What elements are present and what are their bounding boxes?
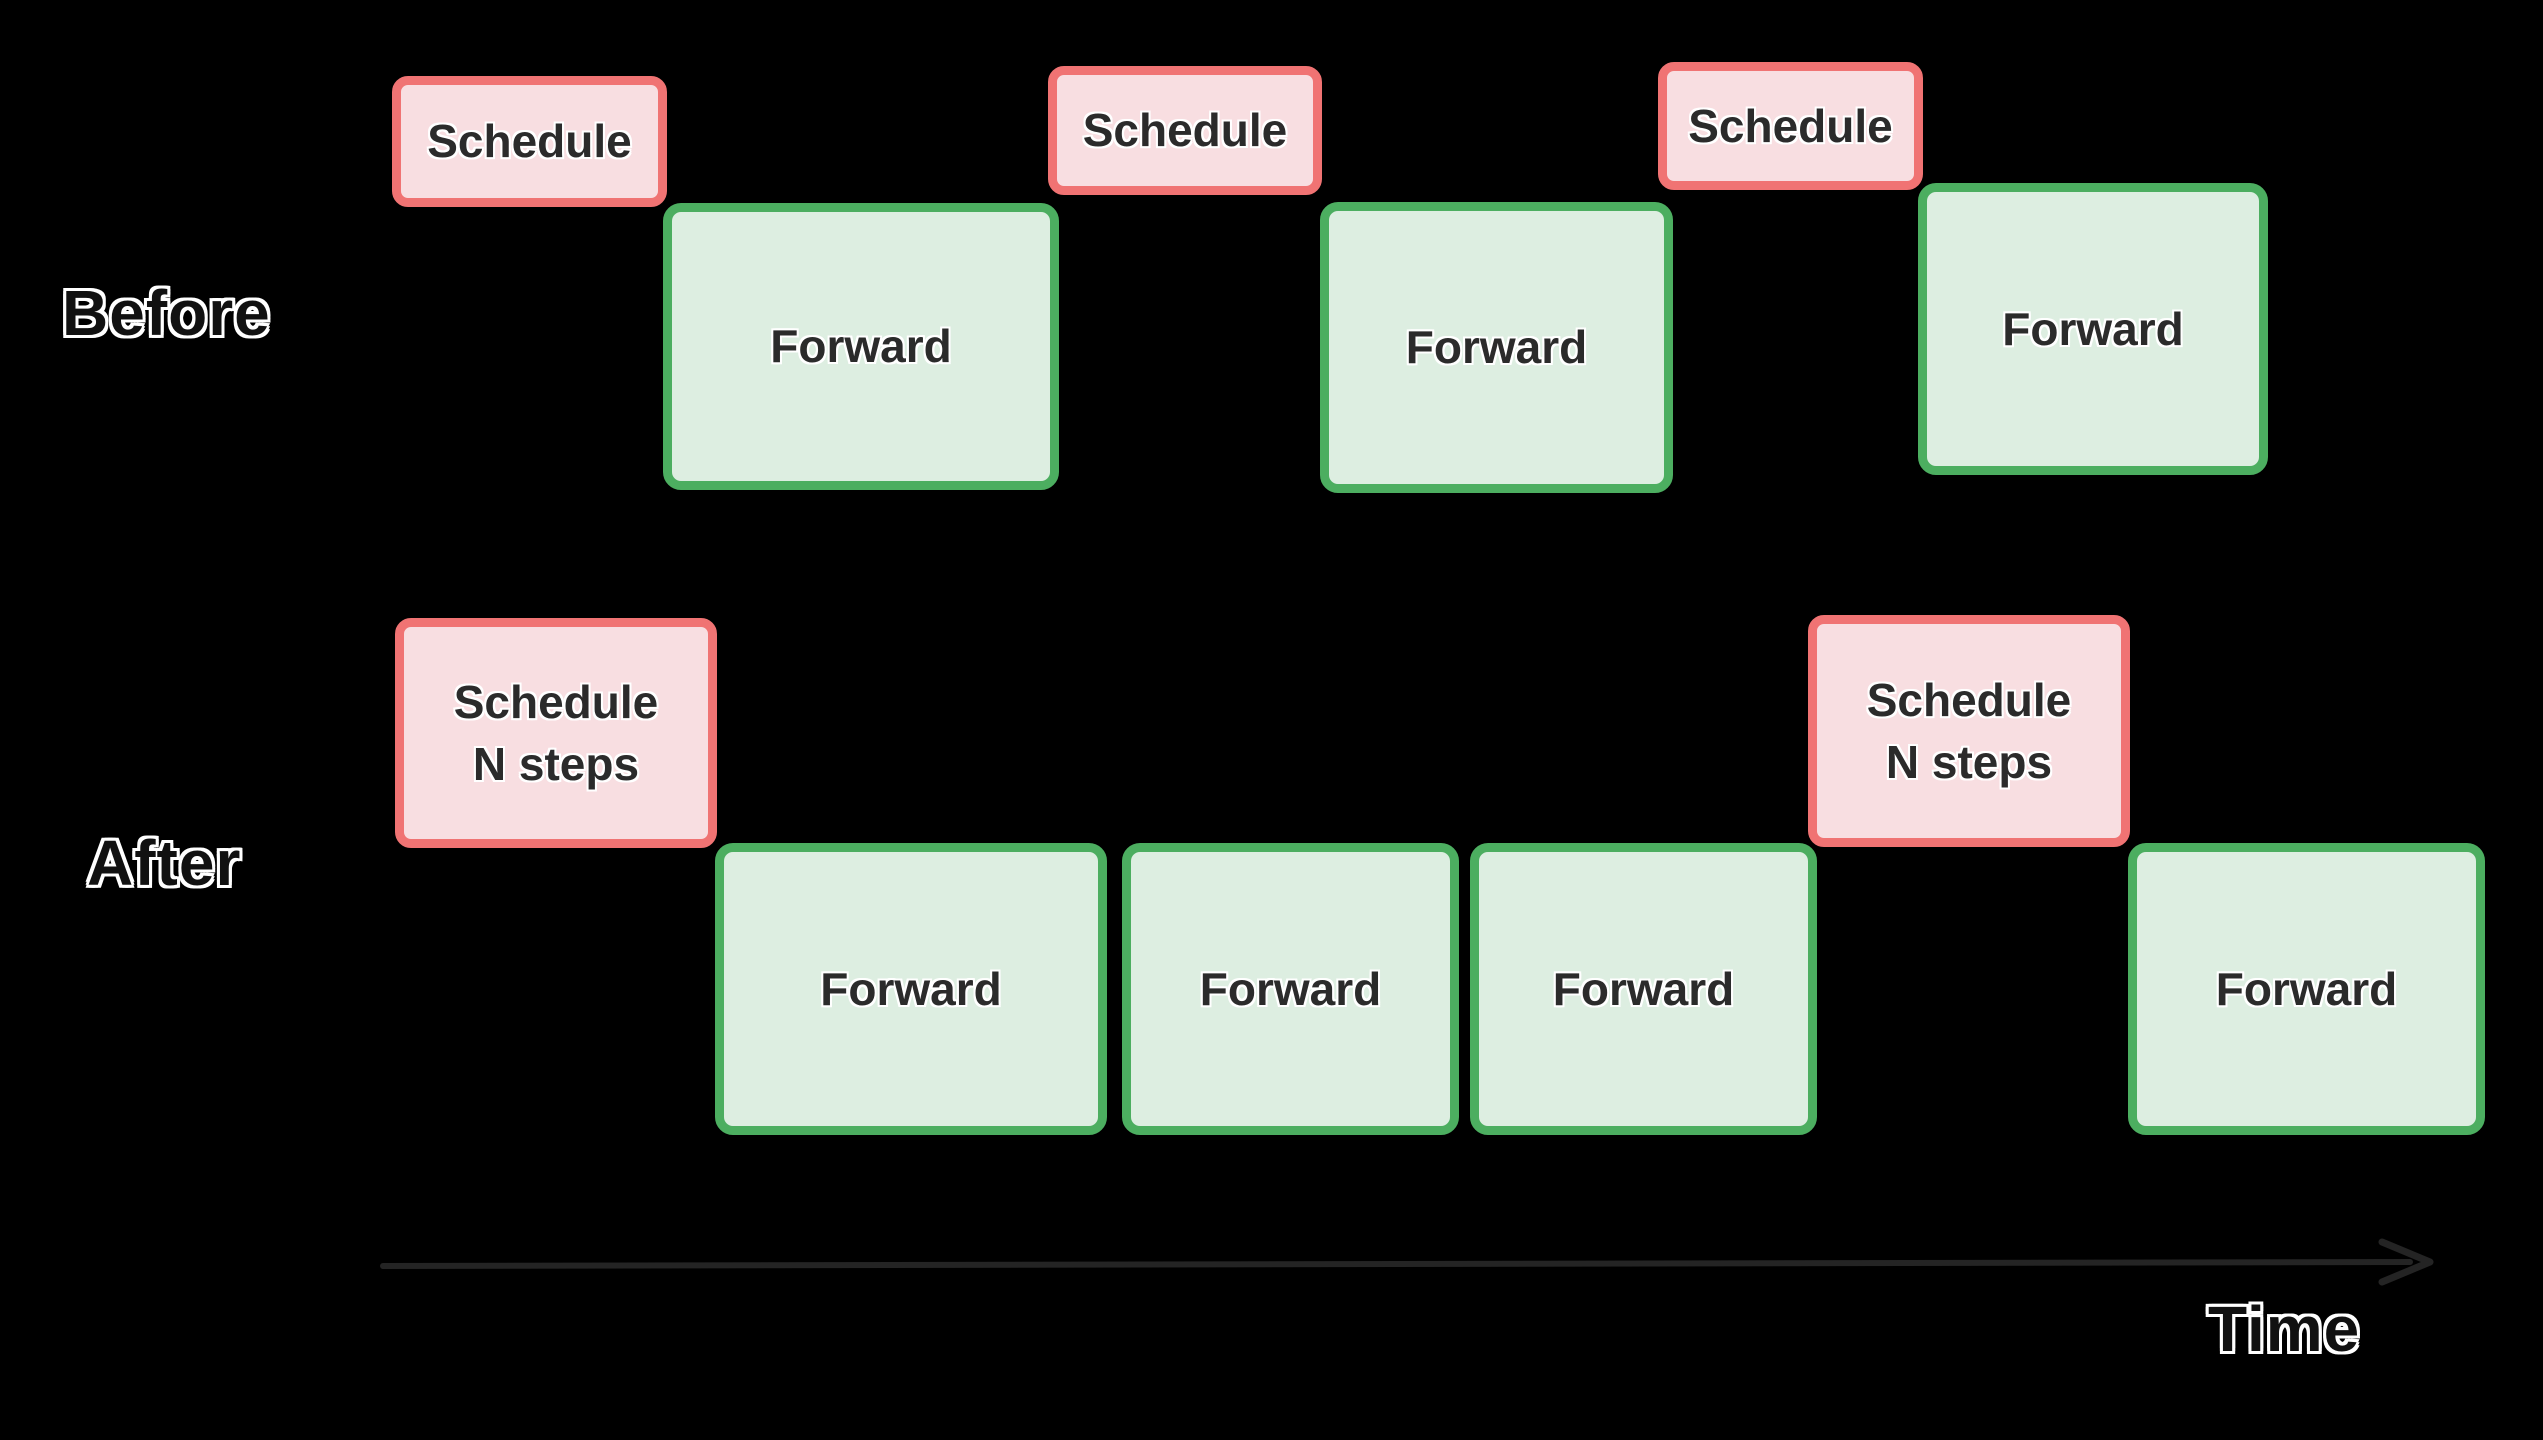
after-forward-box-2: Forward bbox=[1122, 843, 1459, 1135]
before-forward-box-2: Forward bbox=[1320, 202, 1673, 493]
after-schedule-n-steps-box-1: Schedule N steps bbox=[395, 618, 717, 848]
box-label-line-2: N steps bbox=[1885, 736, 2053, 788]
after-row-label: After bbox=[87, 827, 242, 899]
box-label: Forward bbox=[2002, 302, 2184, 355]
time-axis-arrow bbox=[380, 1238, 2434, 1286]
box-label: Schedule bbox=[1082, 104, 1288, 157]
before-forward-box-1: Forward bbox=[663, 203, 1059, 490]
box-label: Forward bbox=[1405, 321, 1588, 374]
after-forward-box-1: Forward bbox=[715, 843, 1107, 1135]
before-schedule-box-1: Schedule bbox=[392, 76, 667, 207]
time-axis-line bbox=[380, 1259, 2413, 1269]
box-label-line-2: N steps bbox=[472, 738, 640, 790]
after-forward-box-4: Forward bbox=[2128, 843, 2485, 1135]
box-label: Schedule bbox=[427, 115, 632, 168]
box-label-line-1: Schedule bbox=[453, 675, 659, 728]
box-label: Schedule bbox=[1688, 99, 1893, 152]
box-label: Forward bbox=[770, 320, 952, 373]
time-axis-arrowhead-icon bbox=[2378, 1238, 2434, 1286]
box-label: Forward bbox=[2215, 962, 2398, 1015]
time-axis-label: Time bbox=[2208, 1293, 2361, 1365]
before-forward-box-3: Forward bbox=[1918, 183, 2268, 475]
box-label: Forward bbox=[820, 962, 1002, 1015]
box-label: Forward bbox=[1552, 962, 1735, 1015]
box-label: Forward bbox=[1199, 962, 1382, 1015]
before-schedule-box-3: Schedule bbox=[1658, 62, 1923, 190]
before-row-label: Before bbox=[62, 277, 271, 349]
after-schedule-n-steps-box-2: Schedule N steps bbox=[1808, 615, 2130, 847]
after-forward-box-3: Forward bbox=[1470, 843, 1817, 1135]
box-label-line-1: Schedule bbox=[1866, 673, 2072, 726]
before-schedule-box-2: Schedule bbox=[1048, 66, 1322, 195]
